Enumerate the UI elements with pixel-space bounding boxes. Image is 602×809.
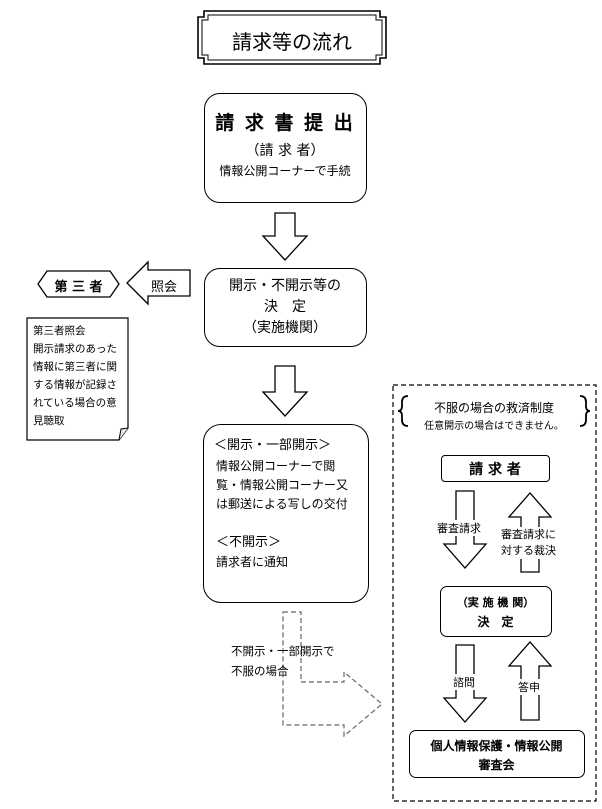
ruling-line: 審査請求に — [501, 528, 556, 541]
review-council-box: 個人情報保護・情報公開 審査会 — [409, 730, 585, 778]
ruling-line: 対する裁決 — [501, 544, 556, 557]
note-line: 開示請求のあった — [33, 343, 117, 355]
decision-line2: 決 定 — [264, 299, 306, 315]
dissatisfaction-line: 不服の場合 — [231, 664, 289, 678]
right-brace — [579, 395, 591, 427]
result-box: ＜開示・一部開示＞ 情報公開コーナーで閲 覧・情報公開コーナー又 は郵送による写… — [203, 424, 369, 603]
council-line1: 個人情報保護・情報公開 — [430, 739, 563, 753]
note-line: 情報に第三者に関 — [33, 361, 117, 373]
note-line: 見聴取 — [33, 415, 65, 427]
request-heading: 請 求 書 提 出 — [215, 112, 355, 134]
disclose-line: 情報公開コーナーで閲 — [216, 459, 336, 473]
third-party-label: 第 三 者 — [54, 280, 103, 295]
decision-box: 開示・不開示等の 決 定 （実施機関） — [204, 268, 367, 347]
remedy-title: 不服の場合の救済制度 — [433, 401, 554, 415]
remedy-agency-line2: 決 定 — [477, 615, 514, 629]
down-arrow-1 — [261, 212, 309, 261]
remedy-requester-box: 請 求 者 — [441, 455, 550, 482]
decision-line1: 開示・不開示等の — [229, 278, 341, 294]
disclose-details: 情報公開コーナーで閲 覧・情報公開コーナー又 は郵送による写しの交付 — [216, 457, 348, 514]
nondisclose-line: 請求者に通知 — [216, 555, 289, 569]
note-title: 第三者照会 — [33, 325, 86, 337]
disclose-line: 覧・情報公開コーナー又 — [216, 478, 349, 492]
ruling-label: 審査請求に 対する裁決 — [501, 527, 556, 559]
request-box: 請 求 書 提 出 （請 求 者） 情報公開コーナーで手続 — [204, 93, 367, 203]
note-line: する情報が記録さ — [33, 379, 117, 391]
third-party-note: 第三者照会 開示請求のあった 情報に第三者に関 する情報が記録さ れている場合の… — [33, 322, 129, 430]
request-note: 情報公開コーナーで手続 — [219, 164, 351, 178]
dissatisfaction-line: 不開示・一部開示で — [231, 644, 335, 658]
down-arrow-2 — [261, 365, 309, 417]
title-frame — [197, 10, 387, 65]
remedy-agency-line1: （実 施 機 関） — [456, 596, 535, 609]
remedy-subtitle: 任意開示の場合はできません。 — [424, 421, 564, 432]
inquiry-label: 照会 — [151, 280, 178, 295]
inquiry-arrow — [126, 260, 191, 306]
disclose-heading: ＜開示・一部開示＞ — [214, 438, 332, 453]
dissatisfaction-label: 不開示・一部開示で 不服の場合 — [231, 641, 335, 681]
nondisclose-heading: ＜不開示＞ — [216, 535, 282, 550]
review-request-label: 審査請求 — [437, 520, 481, 536]
consult-label: 諮問 — [453, 674, 475, 690]
disclose-line: は郵送による写しの交付 — [216, 497, 348, 511]
requester-label: （請 求 者） — [245, 143, 325, 159]
appeal-path-arrow — [282, 611, 383, 738]
page-title: 請求等の流れ — [232, 30, 352, 54]
decision-line3: （実施機関） — [243, 320, 327, 336]
note-line: れている場合の意 — [33, 397, 117, 409]
council-line2: 審査会 — [478, 758, 515, 772]
report-label: 答申 — [518, 679, 540, 695]
left-brace — [397, 395, 409, 427]
remedy-requester-label: 請 求 者 — [469, 462, 521, 478]
third-party-tag — [37, 270, 120, 298]
remedy-agency-box: （実 施 機 関） 決 定 — [440, 586, 552, 637]
remedy-container — [392, 384, 597, 802]
